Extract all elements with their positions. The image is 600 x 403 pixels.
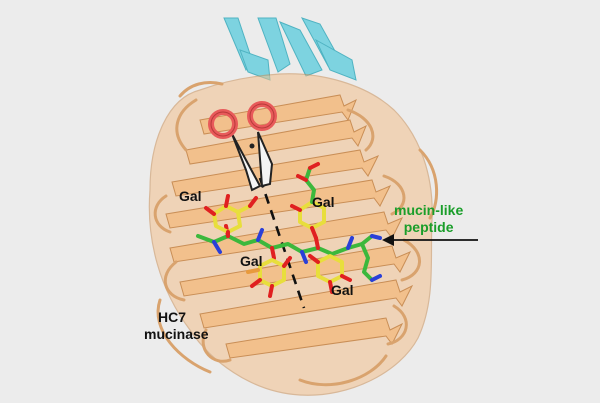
glycopeptide	[196, 162, 382, 298]
gal-label-1: Gal	[179, 188, 202, 204]
peptide-label: mucin-like peptide	[394, 202, 463, 236]
arrow-left-icon	[382, 234, 478, 246]
cleavage-line	[258, 177, 306, 309]
gal-label-4: Gal	[331, 282, 354, 298]
enzyme-label-line2: mucinase	[144, 326, 209, 342]
beta-strands	[165, 94, 414, 359]
peptide-label-line2: peptide	[403, 219, 454, 235]
gal-label-2: Gal	[312, 194, 335, 210]
scissors-icon	[208, 101, 277, 192]
gal-label-3: Gal	[240, 253, 263, 269]
peptide-label-line1: mucin-like	[394, 202, 464, 218]
partner-domain	[223, 17, 357, 81]
enzyme-label: HC7 mucinase	[144, 309, 209, 343]
loops	[153, 81, 439, 387]
enzyme-label-line1: HC7	[158, 309, 187, 325]
